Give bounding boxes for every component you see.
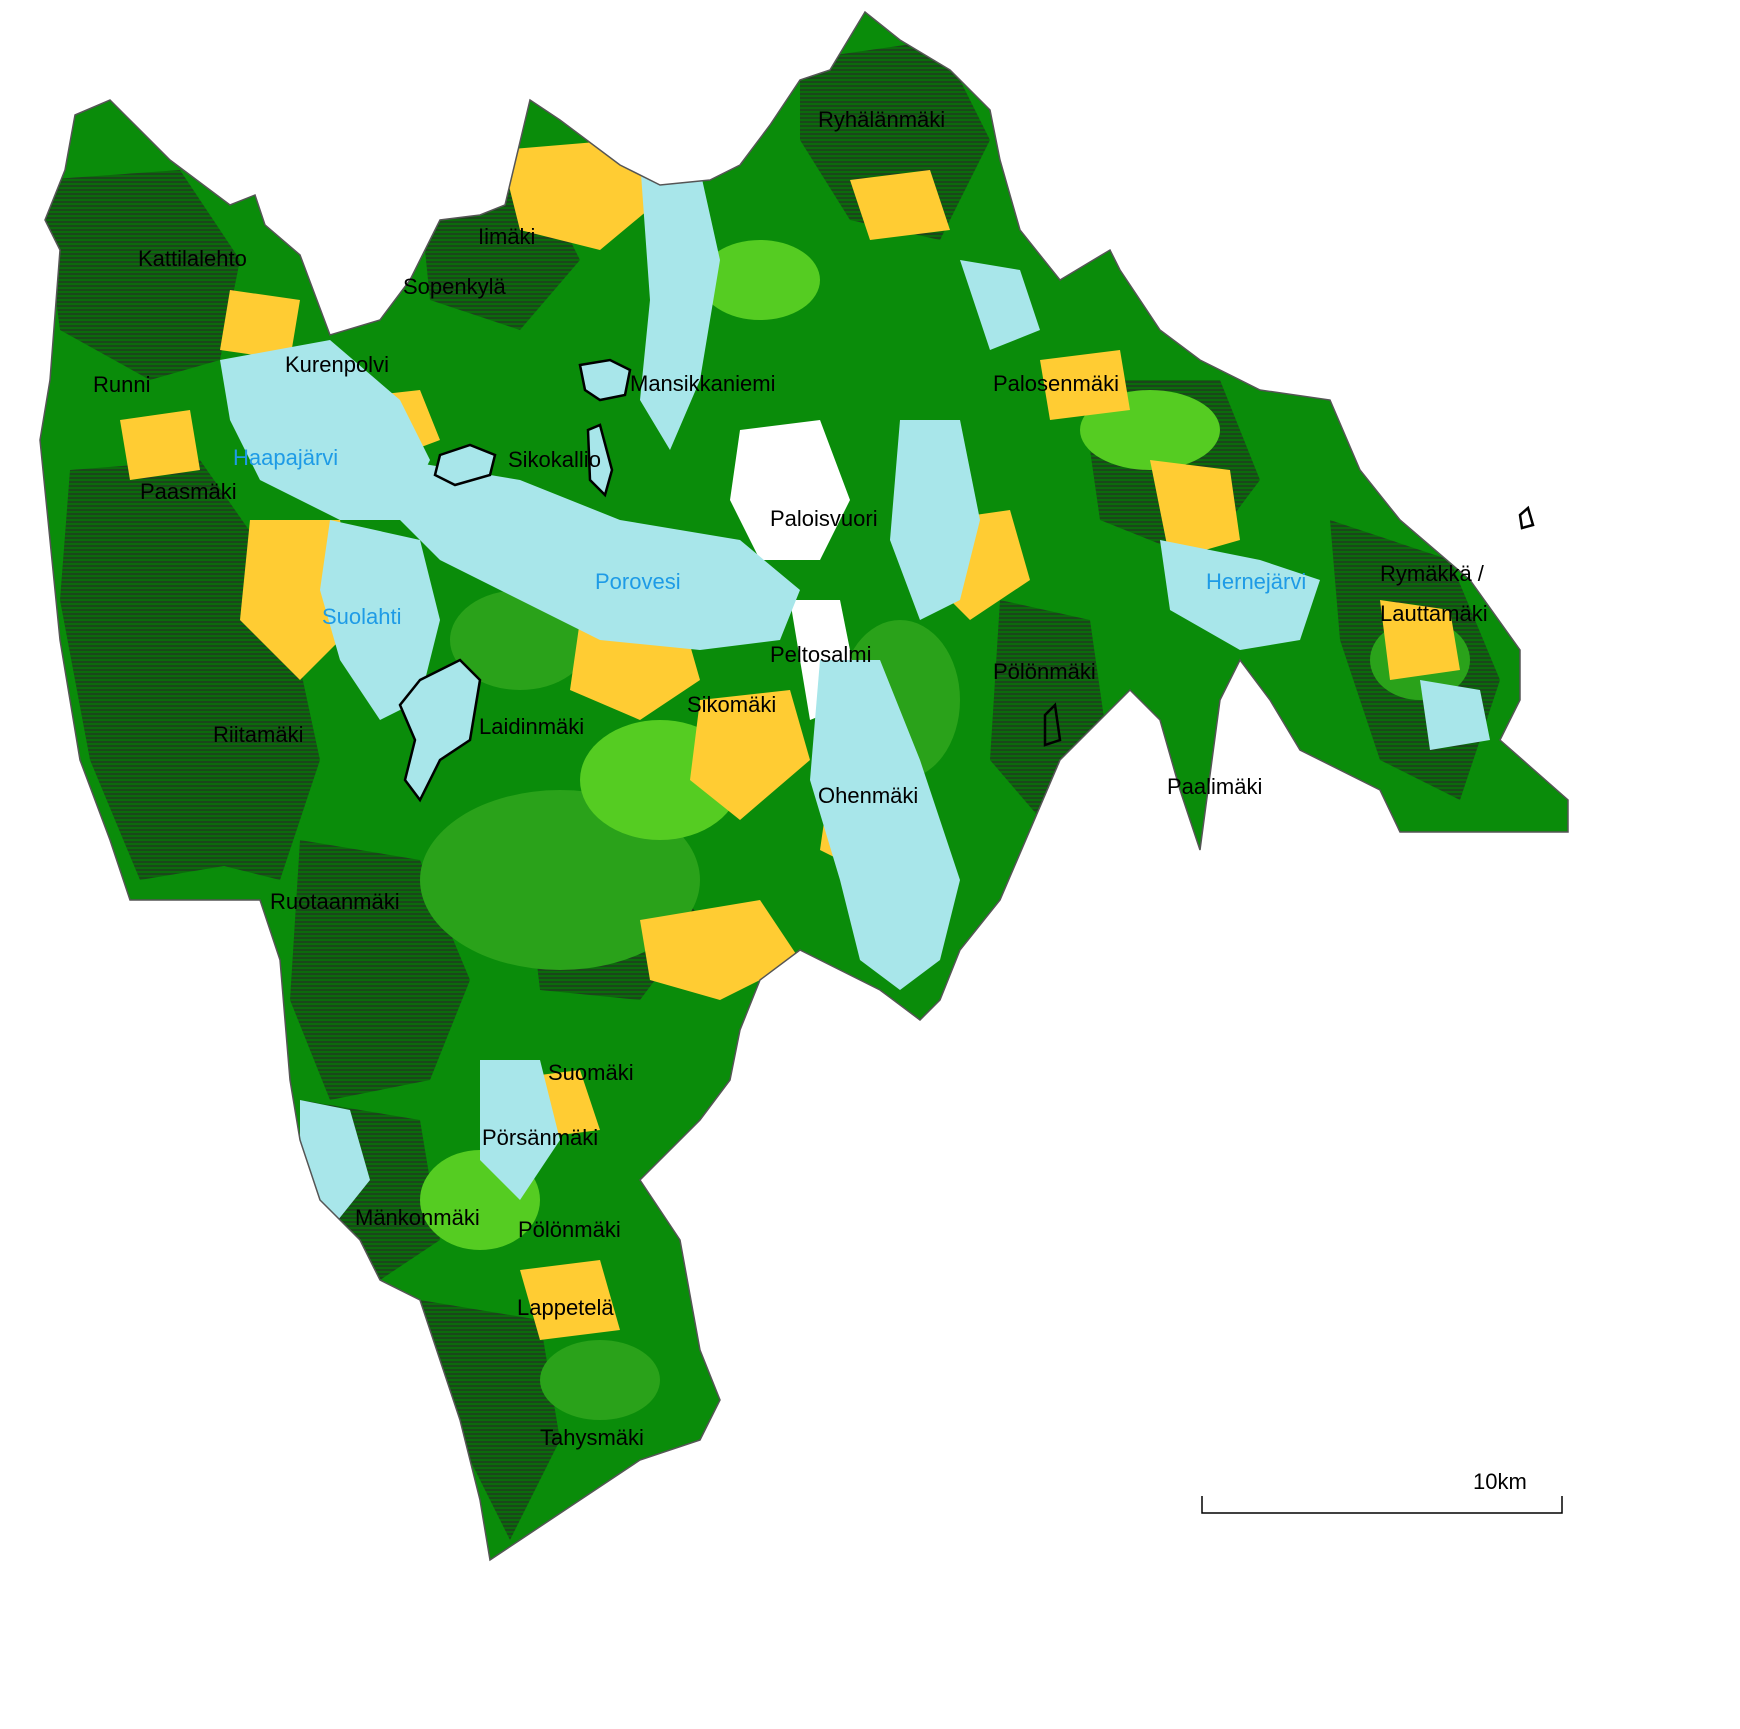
- outlined-area-3: [586, 423, 614, 498]
- outlined-areas: [398, 358, 1535, 803]
- lake-center-east: [890, 420, 980, 620]
- place-labels: Ryhälänmäki Iimäki Kattilalehto Sopenkyl…: [93, 107, 1488, 1450]
- place-label-polonmaki-south: Pölönmäki: [518, 1217, 621, 1242]
- outlined-area-2: [578, 358, 632, 402]
- place-label-kattilalehto: Kattilalehto: [138, 246, 247, 271]
- lake-haapajarvi: [220, 340, 430, 520]
- water-label-suolahti: Suolahti: [322, 604, 402, 629]
- lakes: [220, 160, 1490, 1230]
- place-label-laidinmaki: Laidinmäki: [479, 714, 584, 739]
- place-label-paalimaki: Paalimäki: [1167, 774, 1262, 799]
- place-label-runni: Runni: [93, 372, 150, 397]
- place-label-sikokallio: Sikokallio: [508, 447, 601, 472]
- outlined-area-4: [398, 658, 482, 803]
- place-label-paloisvuori: Paloisvuori: [770, 506, 878, 531]
- scale-bar-label: 10km: [1473, 1469, 1527, 1494]
- lake-north-channel: [640, 160, 720, 450]
- water-label-porovesi: Porovesi: [595, 569, 681, 594]
- scale-bar-line: [1201, 1496, 1563, 1514]
- place-label-mansikkaniemi: Mansikkaniemi: [630, 371, 776, 396]
- municipality-boundary: [39, 10, 1569, 1562]
- place-label-ryhalanmaki: Ryhälänmäki: [818, 107, 945, 132]
- place-label-ohenmaki: Ohenmäki: [818, 783, 918, 808]
- lake-north-east: [960, 260, 1040, 350]
- place-label-sopenkyla: Sopenkylä: [403, 274, 507, 299]
- lake-east-small: [1420, 680, 1490, 750]
- place-label-sikomaki: Sikomäki: [687, 692, 776, 717]
- water-labels: Haapajärvi Porovesi Suolahti Hernejärvi: [233, 445, 1306, 629]
- scale-bar: 10km: [1201, 1469, 1563, 1514]
- outlined-area-1: [433, 443, 497, 487]
- lake-south: [480, 1060, 560, 1200]
- place-label-ruotaanmaki: Ruotaanmäki: [270, 889, 400, 914]
- place-label-palosenmaki: Palosenmäki: [993, 371, 1119, 396]
- place-label-riitamaki: Riitamäki: [213, 722, 303, 747]
- water-label-hernejarvi: Hernejärvi: [1206, 569, 1306, 594]
- place-label-kurenpolvi: Kurenpolvi: [285, 352, 389, 377]
- place-label-iimaki: Iimäki: [478, 224, 535, 249]
- place-label-porsanmaki: Pörsänmäki: [482, 1125, 598, 1150]
- water-label-haapajarvi: Haapajärvi: [233, 445, 338, 470]
- place-label-paasmaki: Paasmäki: [140, 479, 237, 504]
- outlined-area-5: [1043, 702, 1062, 747]
- place-label-lappetela: Lappetelä: [517, 1295, 614, 1320]
- place-label-polonmaki-east: Pölönmäki: [993, 659, 1096, 684]
- place-label-peltosalmi: Peltosalmi: [770, 642, 871, 667]
- lake-porovesi: [400, 460, 800, 650]
- lake-east-channel: [810, 660, 960, 990]
- outlined-area-6: [1518, 505, 1535, 530]
- place-label-rymakka: Rymäkkä /: [1380, 561, 1485, 586]
- lake-suolahti: [320, 520, 440, 720]
- place-label-tahysmaki: Tahysmäki: [540, 1425, 644, 1450]
- lake-hernejarvi: [1160, 540, 1320, 650]
- place-label-suomaki: Suomäki: [548, 1060, 634, 1085]
- place-label-lauttamaki: Lauttamäki: [1380, 601, 1488, 626]
- place-label-mankonmaki: Mänkonmäki: [355, 1205, 480, 1230]
